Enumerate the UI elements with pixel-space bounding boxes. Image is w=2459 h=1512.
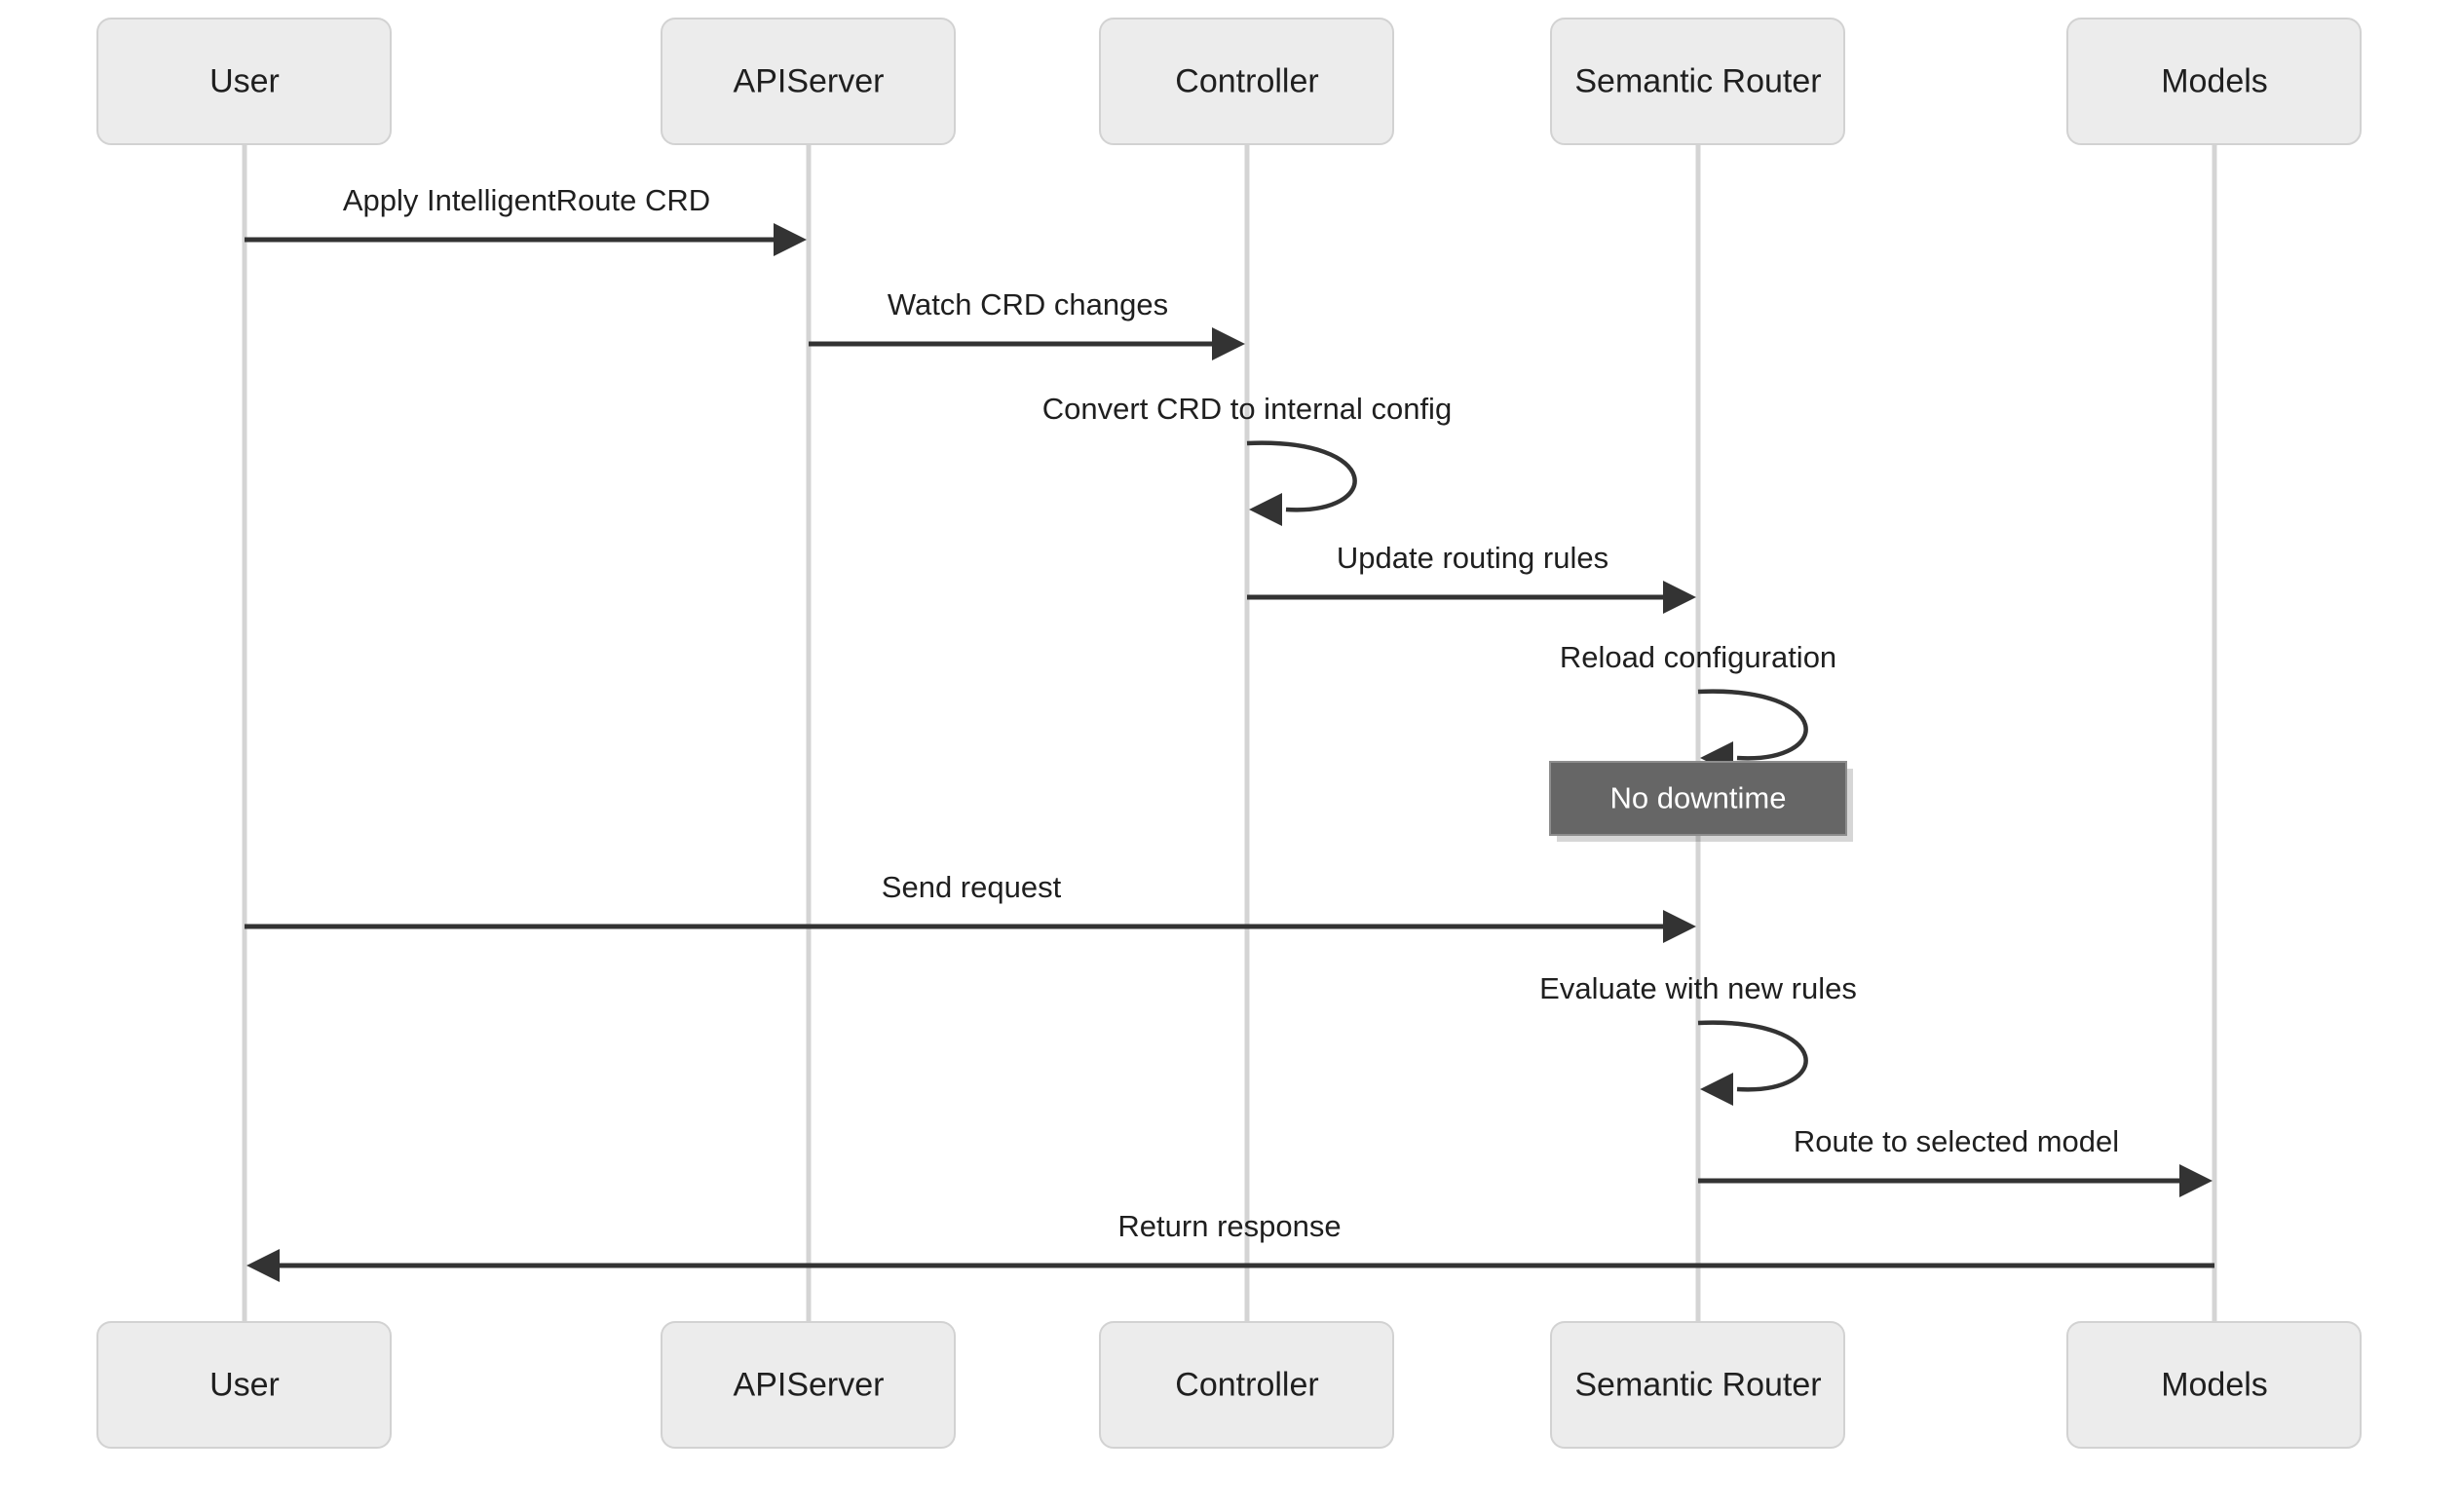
participant-label-controller-bottom: Controller [1175, 1366, 1318, 1403]
message-1[interactable]: Apply IntelligentRoute CRD [245, 183, 807, 256]
participant-controller-top[interactable]: Controller [1099, 18, 1394, 145]
participant-label-apiserver-bottom: APIServer [734, 1366, 885, 1403]
message-6-arrowhead [1663, 910, 1696, 943]
message-6[interactable]: Send request [245, 870, 1696, 943]
participant-label-router-top: Semantic Router [1574, 62, 1821, 99]
message-3-self-loop [1246, 440, 1357, 512]
participant-user-top[interactable]: User [96, 18, 392, 145]
participant-box-user-bottom[interactable] [96, 1321, 392, 1449]
participant-box-apiserver-top[interactable] [661, 18, 956, 145]
note-no-downtime-box[interactable] [1549, 761, 1847, 836]
message-4-arrowhead [1663, 581, 1696, 614]
message-3-label: Convert CRD to internal config [1042, 392, 1452, 426]
message-1-label: Apply IntelligentRoute CRD [343, 183, 710, 217]
participant-box-router-bottom[interactable] [1550, 1321, 1845, 1449]
participant-apiserver-top[interactable]: APIServer [661, 18, 956, 145]
message-7[interactable]: Evaluate with new rules [1539, 971, 1857, 1106]
participant-label-user-bottom: User [209, 1366, 280, 1403]
message-6-label: Send request [882, 870, 1062, 904]
participant-models-bottom[interactable]: Models [2066, 1321, 2362, 1449]
message-4-label: Update routing rules [1337, 541, 1608, 575]
participant-models-top[interactable]: Models [2066, 18, 2362, 145]
participant-box-controller-top[interactable] [1099, 18, 1394, 145]
participant-user-bottom[interactable]: User [96, 1321, 392, 1449]
participant-label-router-bottom: Semantic Router [1574, 1366, 1821, 1403]
participant-box-models-top[interactable] [2066, 18, 2362, 145]
message-8[interactable]: Route to selected model [1698, 1124, 2213, 1197]
message-3[interactable]: Convert CRD to internal config [1042, 392, 1452, 526]
participant-controller-bottom[interactable]: Controller [1099, 1321, 1394, 1449]
participants-group: UserUserAPIServerAPIServerControllerCont… [96, 18, 2362, 1449]
message-3-arrowhead [1249, 493, 1282, 526]
participant-box-controller-bottom[interactable] [1099, 1321, 1394, 1449]
participant-label-user-top: User [209, 62, 280, 99]
message-2-arrowhead [1212, 327, 1245, 360]
message-1-arrowhead [774, 223, 807, 256]
participant-label-models-bottom: Models [2161, 1366, 2268, 1403]
note-no-downtime-label: No downtime [1610, 781, 1787, 815]
message-7-label: Evaluate with new rules [1539, 971, 1857, 1005]
participant-box-apiserver-bottom[interactable] [661, 1321, 956, 1449]
participant-router-bottom[interactable]: Semantic Router [1550, 1321, 1845, 1449]
participant-box-user-top[interactable] [96, 18, 392, 145]
participant-box-models-bottom[interactable] [2066, 1321, 2362, 1449]
message-9-arrowhead [246, 1249, 280, 1282]
message-8-arrowhead [2179, 1164, 2213, 1197]
participant-label-models-top: Models [2161, 62, 2268, 99]
participant-label-controller-top: Controller [1175, 62, 1318, 99]
note-no-downtime[interactable]: No downtime [1549, 761, 1853, 842]
message-7-self-loop [1697, 1020, 1808, 1092]
message-2[interactable]: Watch CRD changes [809, 287, 1245, 360]
message-2-label: Watch CRD changes [888, 287, 1168, 321]
message-5-label: Reload configuration [1560, 640, 1836, 674]
message-5[interactable]: Reload configuration [1560, 640, 1836, 775]
lifelines-group [242, 144, 2217, 1322]
notes-group: No downtime [1549, 761, 1853, 842]
message-9[interactable]: Return response [246, 1209, 2214, 1282]
message-4[interactable]: Update routing rules [1247, 541, 1696, 614]
participant-apiserver-bottom[interactable]: APIServer [661, 1321, 956, 1449]
participant-label-apiserver-top: APIServer [734, 62, 885, 99]
message-5-self-loop [1697, 689, 1808, 761]
message-7-arrowhead [1700, 1073, 1733, 1106]
participant-box-router-top[interactable] [1550, 18, 1845, 145]
participant-router-top[interactable]: Semantic Router [1550, 18, 1845, 145]
message-9-label: Return response [1117, 1209, 1341, 1243]
messages-group: Apply IntelligentRoute CRD Watch CRD chan… [245, 183, 2214, 1282]
message-8-label: Route to selected model [1794, 1124, 2119, 1158]
